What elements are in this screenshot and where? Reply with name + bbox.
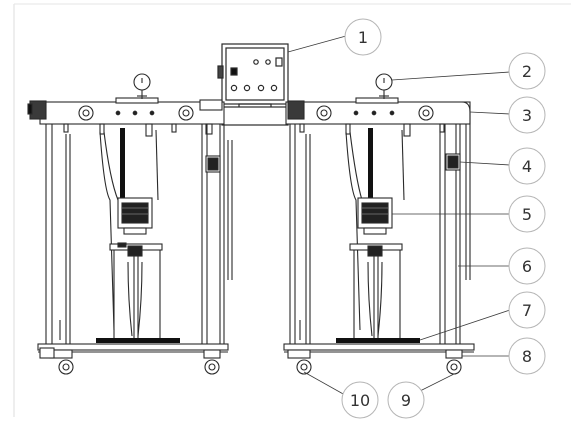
leader-lines: [287, 35, 511, 396]
callout-6: 6: [508, 247, 546, 285]
callout-8: 8: [508, 337, 546, 375]
drawing-frame: [13, 3, 571, 417]
crossbar: [221, 106, 289, 126]
callout-10-label: 10: [350, 391, 370, 410]
callout-3-label: 3: [522, 106, 532, 125]
callout-3: 3: [508, 96, 546, 134]
callout-2: 2: [508, 52, 546, 90]
callout-10: 10: [341, 381, 379, 419]
callout-7-label: 7: [522, 301, 532, 320]
callout-4: 4: [508, 147, 546, 185]
callout-4-label: 4: [522, 157, 532, 176]
callout-5-label: 5: [522, 205, 532, 224]
callout-9: 9: [387, 381, 425, 419]
pump-unit-right: [283, 73, 475, 375]
callouts: 1 2 3 4 5 6 7 8: [341, 18, 546, 419]
control-box: [217, 43, 289, 109]
callout-2-label: 2: [522, 62, 532, 81]
callout-7: 7: [508, 291, 546, 329]
pump-unit-left: [27, 73, 233, 375]
callout-1: 1: [344, 18, 382, 56]
callout-8-label: 8: [522, 347, 532, 366]
callout-9-label: 9: [401, 391, 411, 410]
callout-5: 5: [508, 195, 546, 233]
callout-1-label: 1: [358, 28, 368, 47]
callout-6-label: 6: [522, 257, 532, 276]
